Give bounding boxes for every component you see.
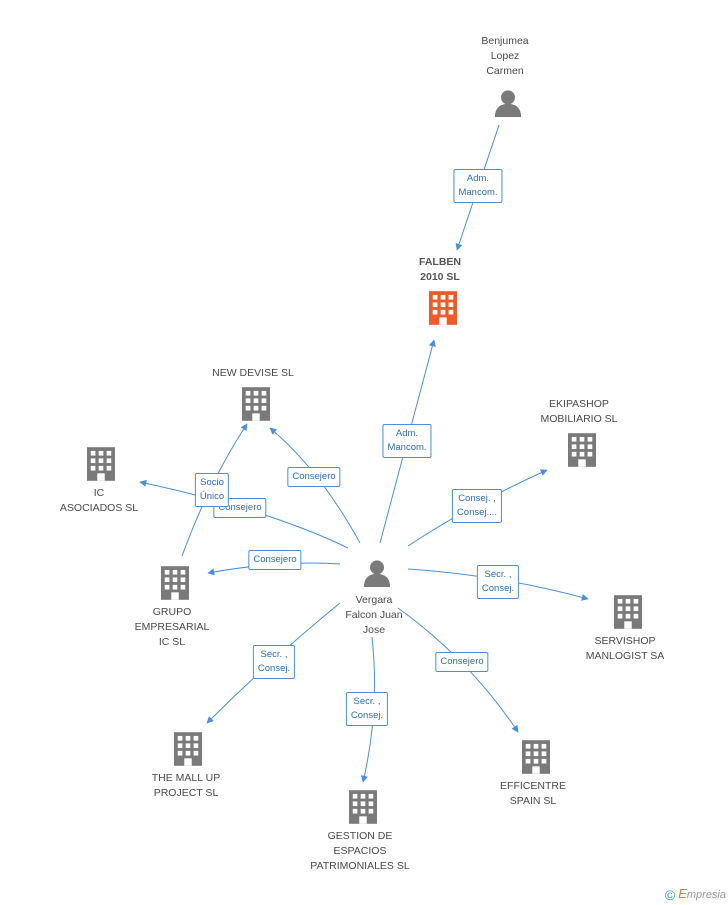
- building-icon[interactable]: [522, 740, 550, 774]
- edge-label: Consejero: [248, 550, 302, 570]
- footer-brand: © Empresia: [665, 886, 726, 903]
- node-label-servishop[interactable]: SERVISHOP MANLOGIST SA: [585, 635, 665, 662]
- building-icon[interactable]: [429, 291, 457, 325]
- building-icon[interactable]: [161, 566, 189, 600]
- node-label-ekipashop[interactable]: EKIPASHOP MOBILIARIO SL: [540, 398, 618, 425]
- node-label-falben[interactable]: FALBEN 2010 SL: [419, 256, 461, 283]
- person-icon[interactable]: [363, 560, 391, 587]
- edge-label: Consejero: [435, 652, 489, 672]
- brand-logo: Empresia: [678, 885, 726, 901]
- edge-label: Consej. , Consej....: [451, 489, 503, 523]
- building-icon[interactable]: [87, 447, 115, 481]
- node-label-efficentre[interactable]: EFFICENTRE SPAIN SL: [500, 780, 566, 807]
- copyright-icon: ©: [664, 887, 676, 903]
- edges-layer: [139, 124, 589, 783]
- node-label-gestion[interactable]: GESTION DE ESPACIOS PATRIMONIALES SL: [310, 830, 410, 872]
- node-label-vergara[interactable]: Vergara Falcon Juan Jose: [345, 594, 403, 636]
- edge-label: Secr. , Consej.: [345, 692, 389, 726]
- edge-label: Consejero: [287, 467, 341, 487]
- node-label-newdevise[interactable]: NEW DEVISE SL: [212, 367, 294, 379]
- edge-label: Secr. , Consej.: [476, 565, 520, 599]
- edge-label: Socio Único: [194, 473, 230, 507]
- building-icon[interactable]: [614, 595, 642, 629]
- building-icon[interactable]: [568, 433, 596, 467]
- node-label-benjumea[interactable]: Benjumea Lopez Carmen: [481, 35, 529, 77]
- node-label-ic[interactable]: IC ASOCIADOS SL: [59, 487, 139, 514]
- edge-label: Adm. Mancom.: [453, 169, 503, 203]
- building-icon[interactable]: [242, 387, 270, 421]
- edge-label: Secr. , Consej.: [252, 645, 296, 679]
- person-icon[interactable]: [494, 90, 522, 117]
- building-icon[interactable]: [174, 732, 202, 766]
- node-label-mallup[interactable]: THE MALL UP PROJECT SL: [151, 772, 221, 799]
- building-icon[interactable]: [349, 790, 377, 824]
- node-label-grupo[interactable]: GRUPO EMPRESARIAL IC SL: [134, 606, 210, 648]
- edge-label: Adm. Mancom.: [382, 424, 432, 458]
